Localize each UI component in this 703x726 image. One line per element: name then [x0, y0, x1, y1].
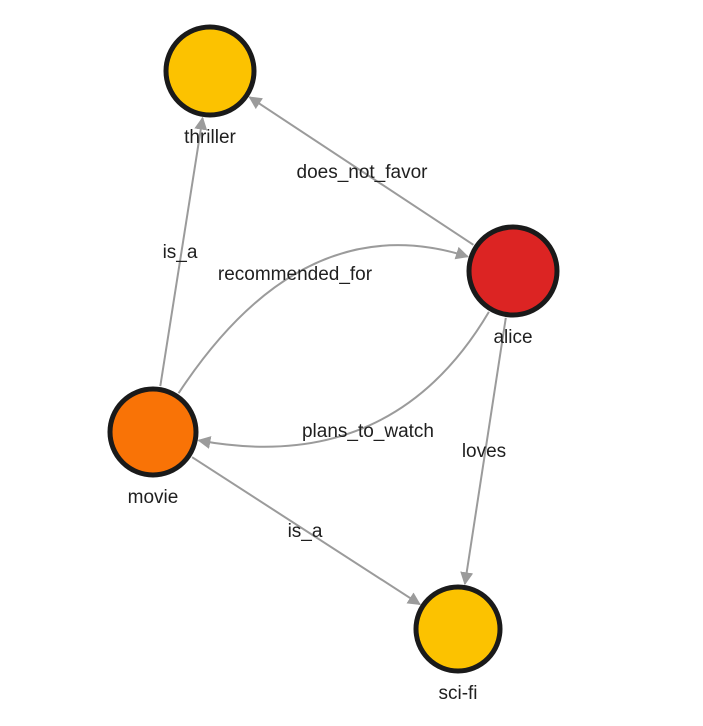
- edge-label-movie-alice: recommended_for: [218, 264, 373, 285]
- node-thriller[interactable]: [163, 24, 257, 118]
- labels-layer: is_a does_not_favor recommended_for plans_t…: [128, 127, 533, 704]
- edge-movie-sci-fi: [191, 456, 421, 606]
- edges-layer: [159, 96, 507, 606]
- edge-label-movie-sci-fi: is_a: [288, 521, 323, 542]
- node-label-sci-fi: sci-fi: [438, 683, 477, 704]
- node-alice[interactable]: [466, 224, 560, 318]
- node-sci-fi[interactable]: [413, 584, 503, 674]
- node-label-thriller: thriller: [184, 127, 236, 148]
- node-label-alice: alice: [493, 327, 532, 348]
- edge-alice-sci-fi: [460, 317, 507, 586]
- edge-label-movie-thriller: is_a: [163, 242, 198, 263]
- edge-alice-movie: [197, 311, 490, 449]
- nodes-layer: [107, 24, 560, 674]
- edge-movie-alice: [177, 244, 469, 394]
- edge-movie-thriller: [159, 116, 208, 387]
- edge-label-alice-sci-fi: loves: [462, 441, 506, 462]
- edge-label-alice-movie: plans_to_watch: [302, 421, 434, 442]
- edge-label-alice-thriller: does_not_favor: [297, 162, 429, 183]
- node-label-movie: movie: [128, 487, 179, 508]
- node-movie[interactable]: [107, 386, 199, 478]
- edge-alice-thriller: [248, 96, 474, 246]
